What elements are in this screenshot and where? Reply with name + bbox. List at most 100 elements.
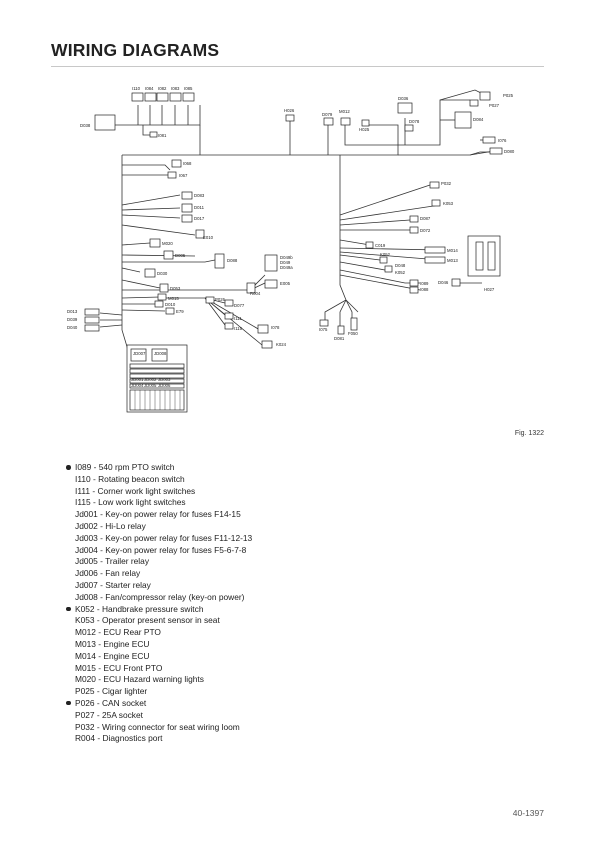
- label-E010: E010: [203, 235, 214, 240]
- label-I111: I111: [234, 316, 242, 321]
- label-D081: D081: [334, 336, 345, 341]
- label-D080: D080: [504, 149, 515, 154]
- legend-item: K052 - Handbrake pressure switch: [65, 604, 252, 616]
- label-P032: P032: [441, 181, 452, 186]
- harness-top-trunk: [122, 99, 470, 156]
- label-I088: I088: [420, 287, 429, 292]
- page-title: WIRING DIAGRAMS: [51, 40, 220, 60]
- legend-item: P032 - Wiring connector for seat wiring …: [75, 721, 240, 732]
- label-R004: R004: [250, 291, 261, 296]
- harness-left-trunk: [121, 155, 129, 351]
- label-D072: D072: [420, 228, 431, 233]
- harness-center-trunk: [339, 155, 347, 301]
- connector-M014: [424, 246, 446, 254]
- label-I076: I076: [498, 138, 507, 143]
- legend-item: Jd005 - Trailer relay: [75, 556, 150, 567]
- label-D005: D005: [175, 253, 186, 258]
- harness-top-switches: [115, 105, 201, 126]
- label-D053: D053: [170, 286, 181, 291]
- label-D036: D036: [398, 96, 409, 101]
- label-D040: D040: [67, 325, 78, 330]
- label-K024: K024: [276, 342, 287, 347]
- label-I067: I067: [179, 173, 188, 178]
- page-number: 40-1397: [512, 808, 544, 818]
- label-M014: M014: [447, 248, 458, 253]
- legend-item: I115 - Low work light switches: [75, 497, 186, 508]
- label-I075: I075: [319, 327, 328, 332]
- label-JD003: JD003: [158, 377, 171, 382]
- legend-item: Jd003 - Key-on power relay for fuses F11…: [75, 532, 253, 543]
- connector-M020: [149, 238, 161, 248]
- label-D049: D049: [280, 260, 291, 265]
- label-D010: D010: [165, 302, 176, 307]
- label-I084: I084: [145, 86, 154, 91]
- label-P026: P026: [215, 297, 226, 302]
- label-D030: D030: [157, 271, 168, 276]
- label-D088: D088: [227, 258, 238, 263]
- label-I115: I115: [234, 326, 243, 331]
- legend-item: M014 - Engine ECU: [75, 650, 150, 661]
- label-K053: K053: [443, 201, 454, 206]
- legend-item: R004 - Diagnostics port: [75, 733, 163, 744]
- connector-M013: [424, 256, 446, 264]
- title-divider: [51, 66, 544, 67]
- label-JD001: JD001: [131, 377, 144, 382]
- label-H027: H027: [484, 287, 495, 292]
- legend-item: P025 - Cigar lighter: [75, 686, 148, 697]
- legend-item: M015 - ECU Front PTO: [75, 662, 163, 673]
- legend-item: M020 - ECU Hazard warning lights: [75, 674, 204, 685]
- label-M012: M012: [339, 109, 350, 114]
- label-D084: D084: [473, 117, 484, 122]
- label-JD008: JD008: [154, 351, 167, 356]
- legend-item: P027 - 25A socket: [75, 709, 143, 720]
- legend-item: Jd004 - Key-on power relay for fuses F5-…: [75, 544, 247, 555]
- legend-item: M013 - Engine ECU: [75, 638, 150, 649]
- label-I085: I085: [184, 86, 193, 91]
- label-H026: H026: [284, 108, 295, 113]
- legend-item: M012 - ECU Rear PTO: [75, 627, 161, 638]
- connector-D038: [94, 114, 116, 131]
- label-M013: M013: [447, 258, 458, 263]
- label-D079: D079: [322, 112, 333, 117]
- label-JD005: JD005: [144, 383, 157, 388]
- label-K052b: K052: [395, 270, 406, 275]
- label-E005: E005: [280, 281, 291, 286]
- label-P027: P027: [489, 103, 500, 108]
- label-M015: M015: [168, 296, 179, 301]
- label-JD007: JD007: [133, 351, 146, 356]
- label-I110: I110: [132, 86, 141, 91]
- label-H025: H025: [359, 127, 370, 132]
- legend-item: I110 - Rotating beacon switch: [75, 473, 185, 484]
- label-D049a: D049a: [280, 265, 293, 270]
- label-D083: D083: [194, 193, 205, 198]
- label-E79: E79: [176, 309, 184, 314]
- label-D087: D087: [420, 216, 431, 221]
- label-D049b: D049b: [280, 255, 293, 260]
- label-C019: C019: [375, 243, 386, 248]
- label-D078: D078: [409, 119, 420, 124]
- connector-D030: [144, 268, 156, 278]
- legend-item: Jd001 - Key-on power relay for fuses F14…: [75, 509, 241, 520]
- label-D077: D077: [234, 303, 245, 308]
- label-D013: D013: [67, 309, 78, 314]
- label-I082: I082: [158, 86, 167, 91]
- harness-top-right: [398, 151, 490, 156]
- connector-D036: [397, 102, 413, 114]
- legend-item: Jd006 - Fan relay: [75, 568, 141, 579]
- label-D011: D011: [194, 205, 205, 210]
- legend-item: Jd007 - Starter relay: [75, 579, 151, 590]
- label-F050: F050: [348, 331, 358, 336]
- connector-D088: [214, 253, 225, 269]
- label-M020: M020: [162, 241, 173, 246]
- label-P025: P025: [503, 93, 514, 98]
- label-JD002: JD002: [144, 377, 157, 382]
- legend-item: P026 - CAN socket: [65, 698, 252, 710]
- label-K052: K052: [380, 252, 391, 257]
- label-JD006: JD006: [158, 383, 171, 388]
- label-D039: D039: [67, 317, 78, 322]
- legend-item: Jd008 - Fan/compressor relay (key-on pow…: [75, 591, 245, 602]
- label-I068: I068: [183, 161, 192, 166]
- legend-item: Jd002 - Hi-Lo relay: [75, 520, 146, 531]
